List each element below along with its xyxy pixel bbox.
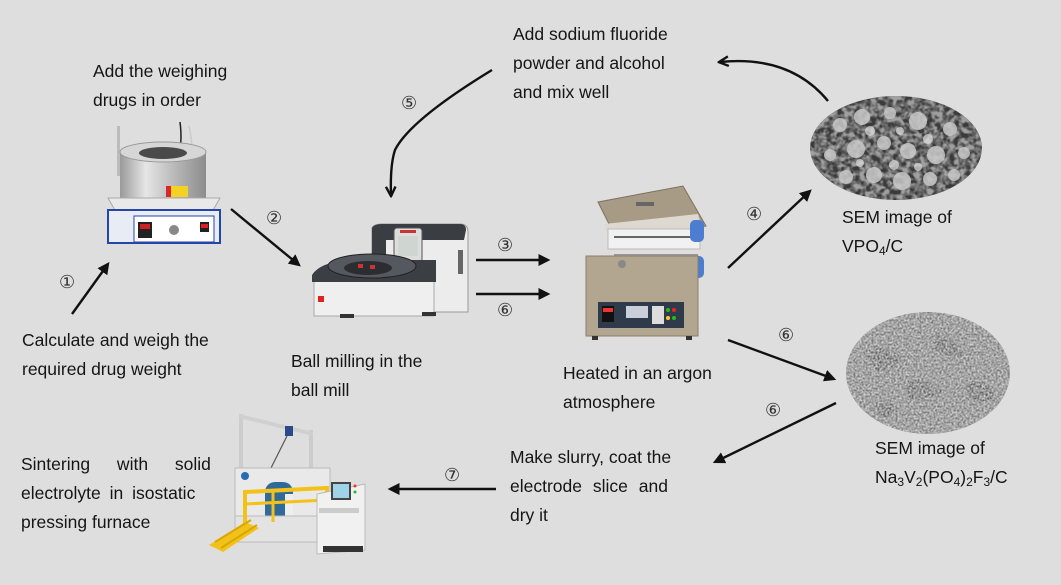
arrow-step-5 [391,68,493,195]
step-number-1: ① [59,272,76,293]
label-line: Ball milling in the [291,351,423,371]
step-number-4: ④ [746,204,763,225]
step-number-5: ⑤ [401,93,418,114]
label-line: dry it [510,505,548,525]
step-number-2: ② [266,208,283,229]
label-line: Add sodium fluoride [513,24,668,44]
arrow-sem1-to-naf [720,61,829,102]
label-line: Make slurry, coat the [510,447,672,467]
label-sem-vpo4: SEM image of VPO4/C [842,203,952,261]
sem-image-vpo4c [810,96,982,200]
formula-vpo4c: VPO4/C [842,236,904,258]
label-add-naf: Add sodium fluoride powder and alcohol a… [513,20,668,107]
sem-image-nvpf [846,312,1010,434]
label-line: SEM image of [875,438,985,458]
step-number-3: ③ [497,235,514,256]
label-line: electrolyte in isostatic [21,483,196,503]
isostatic-press-image [209,414,366,555]
label-line: SEM image of [842,207,952,227]
label-line: and mix well [513,82,610,102]
label-line: ball mill [291,380,350,400]
label-line: powder and alcohol [513,53,665,73]
label-ball-milling: Ball milling in the ball mill [291,347,422,405]
label-sintering: Sintering with solid electrolyte in isos… [21,450,216,537]
step-number-6c: ⑥ [765,400,782,421]
label-calculate-weigh: Calculate and weigh the required drug we… [22,326,209,384]
label-add-drugs: Add the weighing drugs in order [93,57,227,115]
label-line: Heated in an argon [563,363,712,383]
step-number-6a: ⑥ [497,300,514,321]
arrow-step-2 [230,208,301,267]
arrow-step-6b [727,338,837,382]
label-line: Sintering with solid [21,454,211,474]
ball-mill-image [312,223,469,318]
label-line: pressing furnace [21,512,151,532]
formula-nvpf: Na3V2(PO4)2F3/C [875,467,1008,489]
step-number-6b: ⑥ [778,325,795,346]
heating-mantle-image [107,121,221,244]
arrow-step-4 [727,189,812,269]
label-heated-argon: Heated in an argon atmosphere [563,359,712,417]
step-number-7: ⑦ [444,465,461,486]
label-line: Calculate and weigh the [22,330,209,350]
label-line: drugs in order [93,90,201,110]
label-line: required drug weight [22,359,182,379]
label-line: electrode slice and [510,476,668,496]
label-sem-nvpf: SEM image of Na3V2(PO4)2F3/C [875,434,1008,492]
arrow-step-1 [71,262,110,315]
label-line: Add the weighing [93,61,228,81]
tube-furnace-image [585,185,707,340]
label-make-slurry: Make slurry, coat the electrode slice an… [510,443,688,530]
arrow-step-6c [712,401,837,464]
label-line: atmosphere [563,392,656,412]
